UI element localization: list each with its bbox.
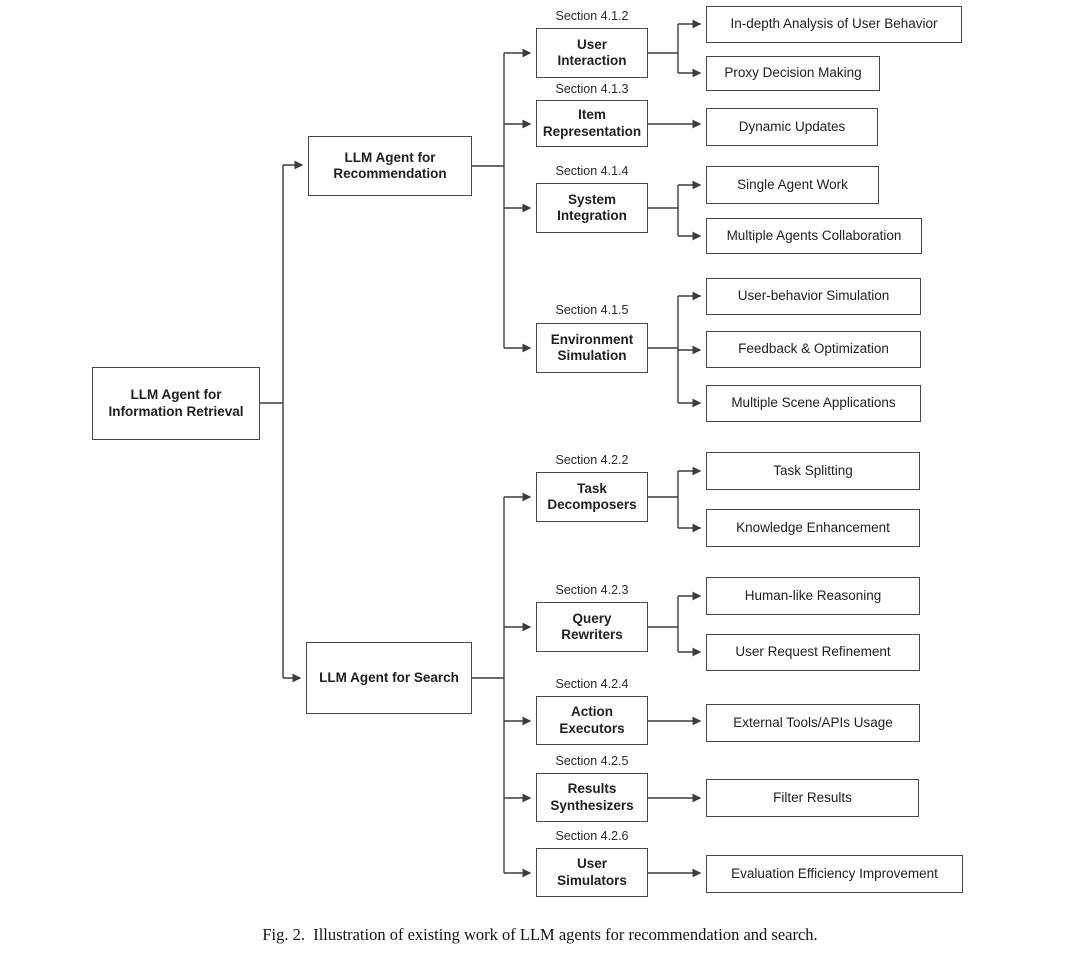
node-category-system-integration: System Integration	[536, 183, 648, 233]
node-leaf: User-behavior Simulation	[706, 278, 921, 315]
node-category-query-rewriters: Query Rewriters	[536, 602, 648, 652]
node-leaf: User Request Refinement	[706, 634, 920, 671]
node-leaf: External Tools/APIs Usage	[706, 704, 920, 742]
node-leaf: In-depth Analysis of User Behavior	[706, 6, 962, 43]
node-leaf: Multiple Agents Collaboration	[706, 218, 922, 254]
node-category-task-decomposers: Task Decomposers	[536, 472, 648, 522]
node-category-environment-simulation: Environment Simulation	[536, 323, 648, 373]
section-label: Section 4.1.2	[555, 9, 629, 23]
node-category-results-synthesizers: Results Synthesizers	[536, 773, 648, 822]
node-leaf: Evaluation Efficiency Improvement	[706, 855, 963, 893]
section-label: Section 4.2.3	[555, 583, 629, 597]
node-leaf: Human-like Reasoning	[706, 577, 920, 615]
section-label: Section 4.2.2	[555, 453, 629, 467]
node-leaf: Single Agent Work	[706, 166, 879, 204]
section-label: Section 4.2.5	[555, 754, 629, 768]
node-leaf: Multiple Scene Applications	[706, 385, 921, 422]
node-leaf: Task Splitting	[706, 452, 920, 490]
node-category-item-representation: Item Representation	[536, 100, 648, 147]
node-root: LLM Agent for Information Retrieval	[92, 367, 260, 440]
node-category-user-simulators: User Simulators	[536, 848, 648, 897]
node-leaf: Filter Results	[706, 779, 919, 817]
node-branch-search: LLM Agent for Search	[306, 642, 472, 714]
node-category-action-executors: Action Executors	[536, 696, 648, 745]
node-leaf: Knowledge Enhancement	[706, 509, 920, 547]
section-label: Section 4.1.4	[555, 164, 629, 178]
node-leaf: Feedback & Optimization	[706, 331, 921, 368]
node-category-user-interaction: User Interaction	[536, 28, 648, 78]
figure-caption: Fig. 2. Illustration of existing work of…	[262, 925, 818, 944]
node-leaf: Proxy Decision Making	[706, 56, 880, 91]
section-label: Section 4.2.4	[555, 677, 629, 691]
section-label: Section 4.2.6	[555, 829, 629, 843]
node-leaf: Dynamic Updates	[706, 108, 878, 146]
node-branch-recommendation: LLM Agent for Recommendation	[308, 136, 472, 196]
section-label: Section 4.1.5	[555, 303, 629, 317]
section-label: Section 4.1.3	[555, 82, 629, 96]
